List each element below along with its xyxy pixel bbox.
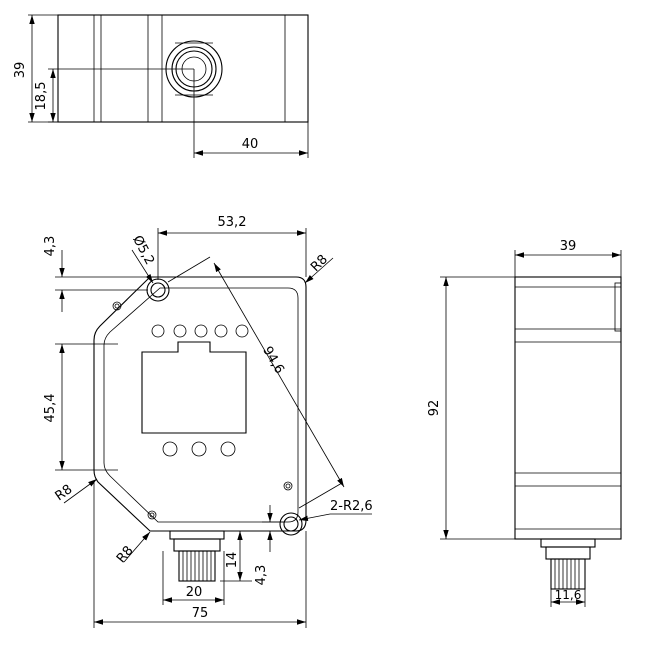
corner-radius-top-dim: R8 <box>308 252 331 275</box>
side-view: 39 92 11,6 <box>427 239 622 607</box>
display-window <box>141 341 247 434</box>
side-height-dim: 92 <box>427 400 442 417</box>
corner-radius-left-dim: R8 <box>53 482 76 504</box>
front-top-width-dim: 53,2 <box>218 215 247 230</box>
top-width-dim: 40 <box>242 137 259 152</box>
connector-width-dim: 20 <box>186 585 203 600</box>
button-row <box>162 441 236 457</box>
connector <box>169 530 225 582</box>
front-view: 53,2 4,3 Ø5,2 R8 94,6 45,4 R8 R8 2-R2,6 <box>43 215 373 628</box>
mount-hole-radius-dim: 2-R2,6 <box>330 499 373 514</box>
diagonal-dim: 94,6 <box>259 344 286 377</box>
top-view: 39 18,5 40 <box>13 14 309 158</box>
top-center-height-dim: 18,5 <box>34 82 49 111</box>
side-width-dim: 39 <box>560 239 577 254</box>
front-top-offset-dim: 4,3 <box>43 236 58 257</box>
led-row <box>151 324 249 338</box>
connector-height-dim: 14 <box>225 552 240 569</box>
top-height-dim: 39 <box>13 62 28 79</box>
front-height-dim: 45,4 <box>43 394 58 423</box>
corner-radius-bottom-dim: R8 <box>114 543 137 566</box>
side-connector-dim: 11,6 <box>555 588 582 602</box>
front-bottom-offset-dim: 4,3 <box>254 565 269 586</box>
side-connector <box>540 538 596 590</box>
mounting-holes <box>112 278 303 536</box>
front-total-width-dim: 75 <box>192 606 209 621</box>
hole-diameter-dim: Ø5,2 <box>129 233 157 267</box>
